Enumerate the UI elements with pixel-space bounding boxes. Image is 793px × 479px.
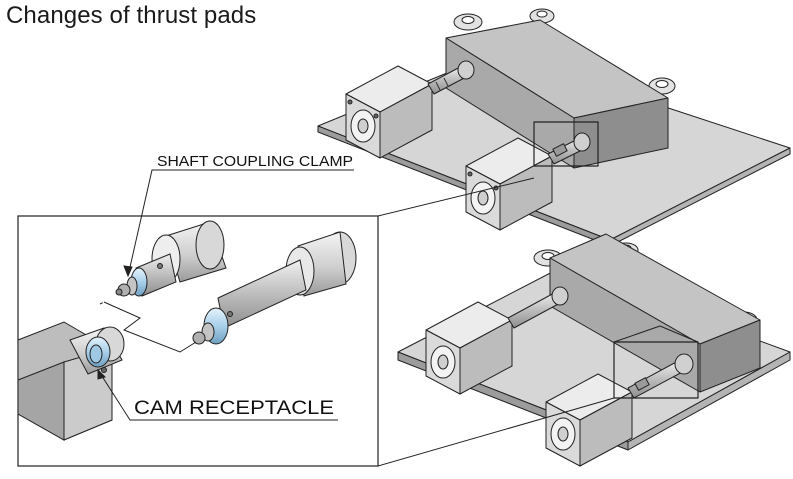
leader-shaft-coupling-clamp	[123, 169, 354, 278]
detail-highlight-box-bottom	[613, 341, 699, 399]
shaft-long	[192, 231, 357, 345]
air-cylinder-front-bottom	[545, 373, 633, 467]
shaft-front-top	[547, 132, 591, 165]
page-title: Changes of thrust pads	[6, 2, 257, 29]
shaft-back-bottom	[507, 286, 569, 329]
leader-cam-receptacle	[97, 368, 338, 421]
air-cylinder-back-bottom	[425, 301, 513, 395]
shaft-back-top	[427, 60, 475, 95]
inset-callout-line-top	[377, 177, 535, 217]
air-cylinder-back-top	[345, 65, 433, 159]
air-cylinder-front-top	[465, 137, 553, 231]
guide-block-bottom	[549, 233, 761, 393]
assembly-bottom	[397, 233, 791, 467]
shaft-front-bottom	[627, 353, 694, 399]
alignment-lines	[99, 301, 197, 353]
assembly-top	[317, 8, 791, 247]
detail-inset: SHAFT COUPLING CLAMP CAM RECEPTACLE	[17, 153, 615, 467]
label-cam-receptacle: CAM RECEPTACLE	[134, 398, 334, 419]
cylinder-with-cam	[17, 321, 125, 441]
shaft-with-clamp	[115, 220, 227, 297]
detail-highlight-box-top	[533, 121, 599, 167]
inset-callout-line-bottom	[377, 397, 615, 467]
label-shaft-coupling-clamp: SHAFT COUPLING CLAMP	[157, 153, 353, 170]
